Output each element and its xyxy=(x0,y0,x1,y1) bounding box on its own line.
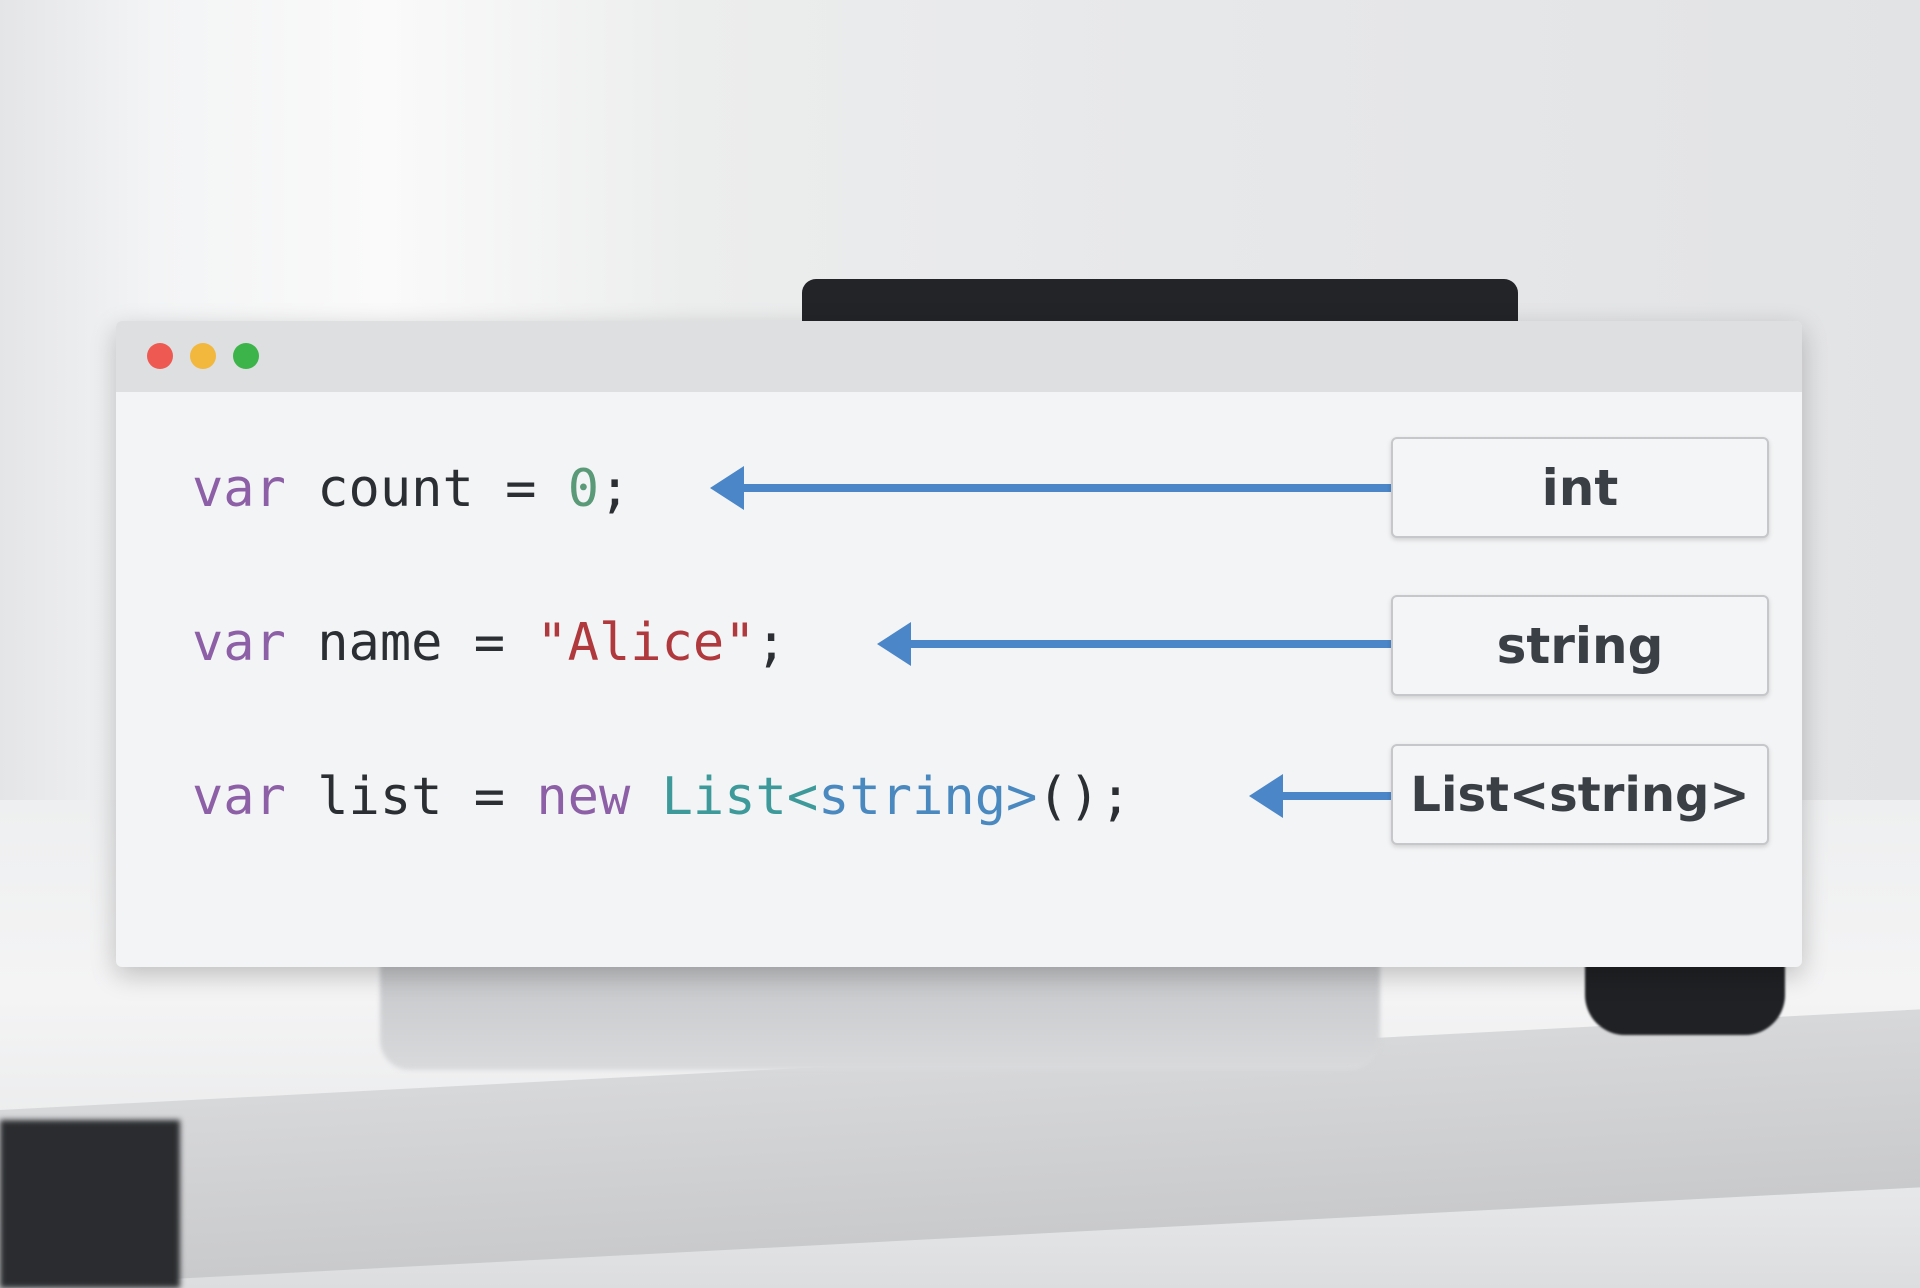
maximize-button[interactable] xyxy=(233,343,259,369)
identifier: count = xyxy=(285,459,568,519)
arrow-left-icon xyxy=(1249,774,1391,818)
keyword: var xyxy=(192,613,286,673)
semicolon: ; xyxy=(755,613,787,673)
space xyxy=(630,767,661,827)
minimize-button[interactable] xyxy=(190,343,216,369)
close-button[interactable] xyxy=(147,343,173,369)
semicolon: ; xyxy=(599,459,631,519)
code-window: var count = 0; var name = "Alice"; var l… xyxy=(116,321,1802,967)
title-bar xyxy=(116,321,1802,392)
code-line-list: var list = new List<string>(); xyxy=(192,771,1131,823)
arrow-left-icon xyxy=(710,466,1391,510)
type-label-list-string: List<string> xyxy=(1391,744,1769,845)
number-literal: 0 xyxy=(567,459,599,519)
type-parameter: string xyxy=(818,767,1006,827)
new-keyword: new xyxy=(536,767,631,827)
identifier: name = xyxy=(285,613,537,673)
desk-leg xyxy=(0,1120,180,1288)
arrow-left-icon xyxy=(877,622,1391,666)
keyword: var xyxy=(192,767,286,827)
keyword: var xyxy=(192,459,286,519)
code-line-name: var name = "Alice"; xyxy=(192,617,787,669)
angle-open: < xyxy=(786,767,819,827)
type-label-int: int xyxy=(1391,437,1769,538)
string-literal: "Alice" xyxy=(536,613,756,673)
identifier: list = xyxy=(285,767,537,827)
call-end: (); xyxy=(1037,767,1132,827)
code-line-count: var count = 0; xyxy=(192,463,630,515)
angle-close: > xyxy=(1006,767,1038,827)
type-label-string: string xyxy=(1391,595,1769,696)
laptop-base xyxy=(380,960,1380,1070)
type-name: List xyxy=(661,767,787,827)
